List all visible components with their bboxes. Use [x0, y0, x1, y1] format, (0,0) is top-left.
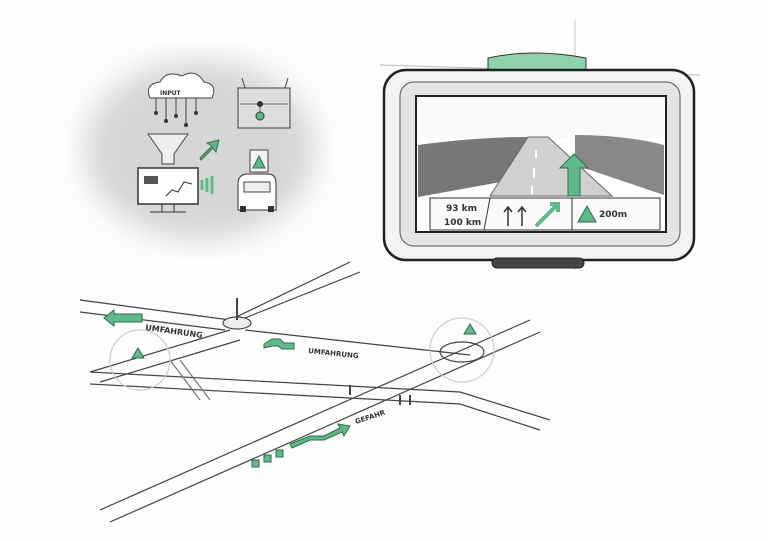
concept-panel: INPUT	[85, 60, 315, 240]
distance-now-text: 93 km	[446, 204, 477, 214]
device-mount	[491, 257, 585, 269]
cloud-label: INPUT	[160, 90, 182, 97]
warning-triangle-icon	[577, 204, 597, 223]
warning-distance-text: 200m	[599, 210, 627, 220]
map-board-icon	[237, 77, 291, 129]
warning-triangle-icon-left	[131, 347, 145, 359]
danger-markers	[251, 449, 284, 468]
detour-arrow-icon-2	[263, 338, 295, 350]
detour-arrow-icon-1	[103, 308, 143, 328]
device-top-button	[487, 52, 587, 73]
nav-info-bar: 93 km 100 km 200m	[429, 197, 661, 231]
signal-waves-icon	[200, 176, 214, 194]
vehicle-with-warning-sign-icon	[237, 149, 277, 212]
lane-arrows-icon	[503, 205, 527, 226]
warning-triangle-icon-right	[463, 323, 477, 335]
direction-arrow-icon	[558, 153, 590, 197]
detour-label-2: UMFAHRUNG	[308, 347, 359, 360]
monitor-icon	[137, 167, 199, 213]
danger-label: GEFAHR	[354, 408, 387, 425]
road-map	[79, 261, 551, 523]
navigation-device: 93 km 100 km 200m	[379, 20, 701, 270]
up-right-arrow-icon	[199, 139, 220, 161]
funnel-icon	[147, 133, 189, 165]
map-overlays: UMFAHRUNG UMFAHRUNG GEFAHR	[103, 308, 477, 468]
input-cloud-icon: INPUT	[147, 72, 215, 127]
danger-route-arrow-icon	[289, 423, 351, 449]
turn-arrow-icon	[534, 202, 560, 228]
speed-limit-text: 100 km	[444, 218, 481, 228]
